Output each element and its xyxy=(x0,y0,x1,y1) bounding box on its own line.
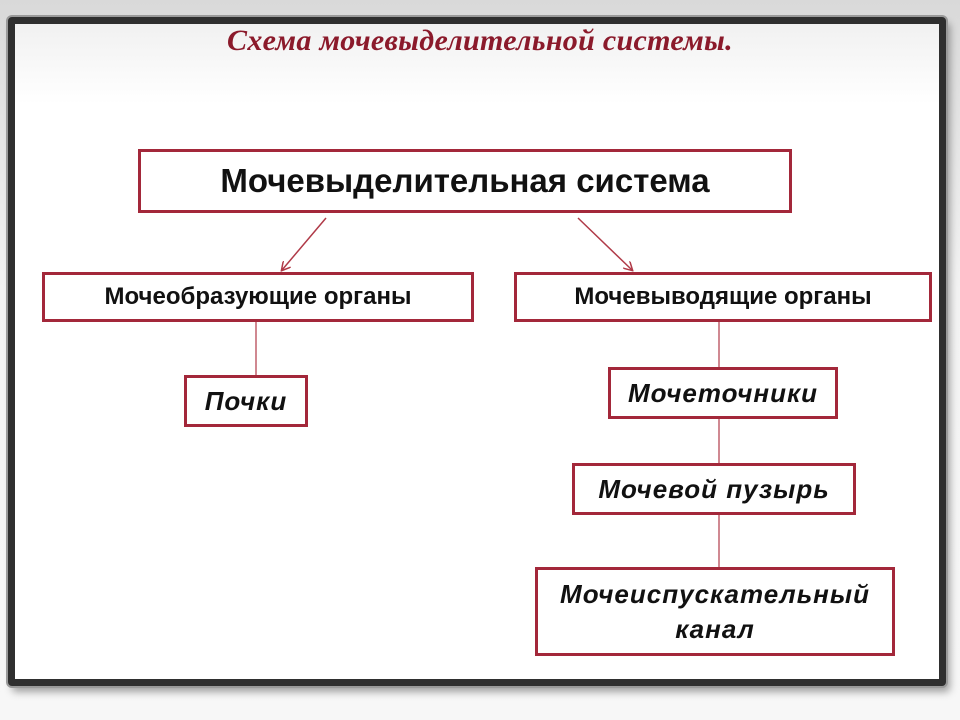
title-band xyxy=(15,24,939,104)
node-ureters: Мочеточники xyxy=(608,367,838,419)
node-urine-excreting-organs: Мочевыводящие органы xyxy=(514,272,932,322)
node-bladder: Мочевой пузырь xyxy=(572,463,856,515)
node-urinary-system: Мочевыделительная система xyxy=(138,149,792,213)
slide-title: Схема мочевыделительной системы. xyxy=(227,24,733,57)
node-urethra: Мочеиспускательный канал xyxy=(535,567,895,656)
node-urine-forming-organs: Мочеобразующие органы xyxy=(42,272,474,322)
node-kidneys: Почки xyxy=(184,375,308,427)
slide-frame xyxy=(8,17,946,686)
